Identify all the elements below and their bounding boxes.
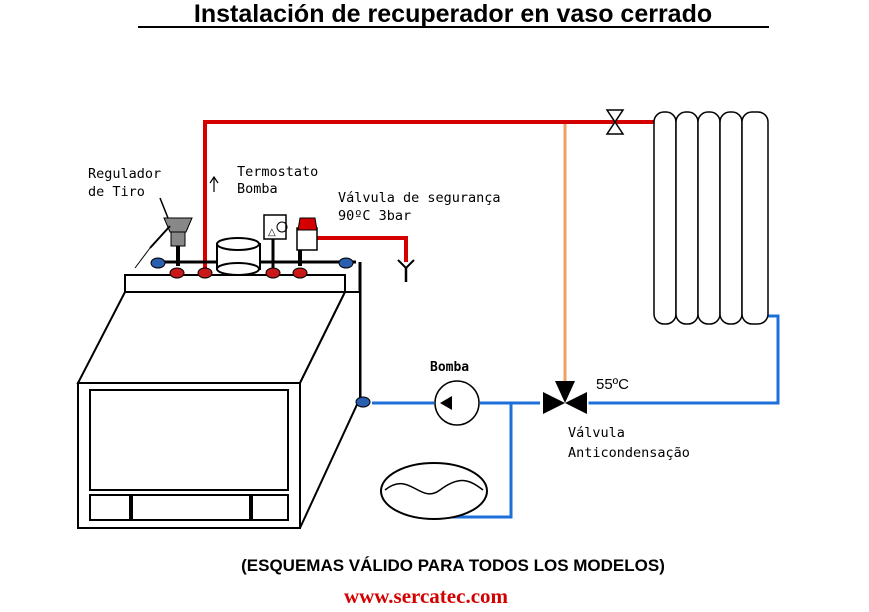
stop-valve-icon: [605, 109, 625, 135]
label-regulador-2: de Tiro: [88, 184, 145, 200]
top-cylinder: [216, 237, 261, 276]
port-red-1: [169, 267, 185, 279]
label-valvula-seg-1: Válvula de segurança: [338, 190, 501, 206]
label-valvula-seg-2: 90ºC 3bar: [338, 208, 411, 224]
draft-regulator: [134, 197, 193, 269]
label-termostato-1: Termostato: [237, 164, 318, 180]
port-blue-return: [355, 396, 371, 408]
port-red-2: [197, 267, 213, 279]
drain-funnel-icon: [397, 259, 415, 282]
port-red-4: [292, 267, 308, 279]
label-valvula-anti-1: Válvula: [568, 425, 625, 441]
label-termostato-2: Bomba: [237, 181, 278, 197]
footer-url[interactable]: www.sercatec.com: [344, 584, 509, 608]
anticondensation-valve: [543, 381, 587, 414]
boiler: [76, 274, 361, 529]
label-valvula-anti-2: Anticondensação: [568, 445, 690, 461]
expansion-vessel: [380, 462, 488, 520]
radiator: [653, 111, 769, 325]
safety-discharge-pipe: [316, 236, 408, 262]
label-bomba: Bomba: [430, 360, 469, 375]
footer-note: (ESQUEMAS VÁLIDO PARA TODOS LOS MODELOS): [241, 556, 665, 575]
port-blue-left: [150, 257, 166, 269]
hot-supply-pipe: [203, 120, 662, 277]
expansion-branch-pipe: [436, 402, 513, 519]
return-pipe-radiator: [588, 314, 780, 405]
port-red-3: [265, 267, 281, 279]
port-blue-right: [338, 257, 354, 269]
flow-arrow-up-icon: [209, 175, 219, 192]
svg-text:△: △: [268, 227, 276, 238]
circulation-pump: [434, 380, 480, 426]
safety-valve: [296, 217, 318, 266]
diagram-title: Instalación de recuperador en vaso cerra…: [194, 0, 712, 28]
label-temperatura: 55ºC: [596, 376, 629, 393]
label-regulador-1: Regulador: [88, 166, 161, 182]
boiler-ports: [150, 257, 371, 408]
thermostat: △: [263, 214, 288, 240]
